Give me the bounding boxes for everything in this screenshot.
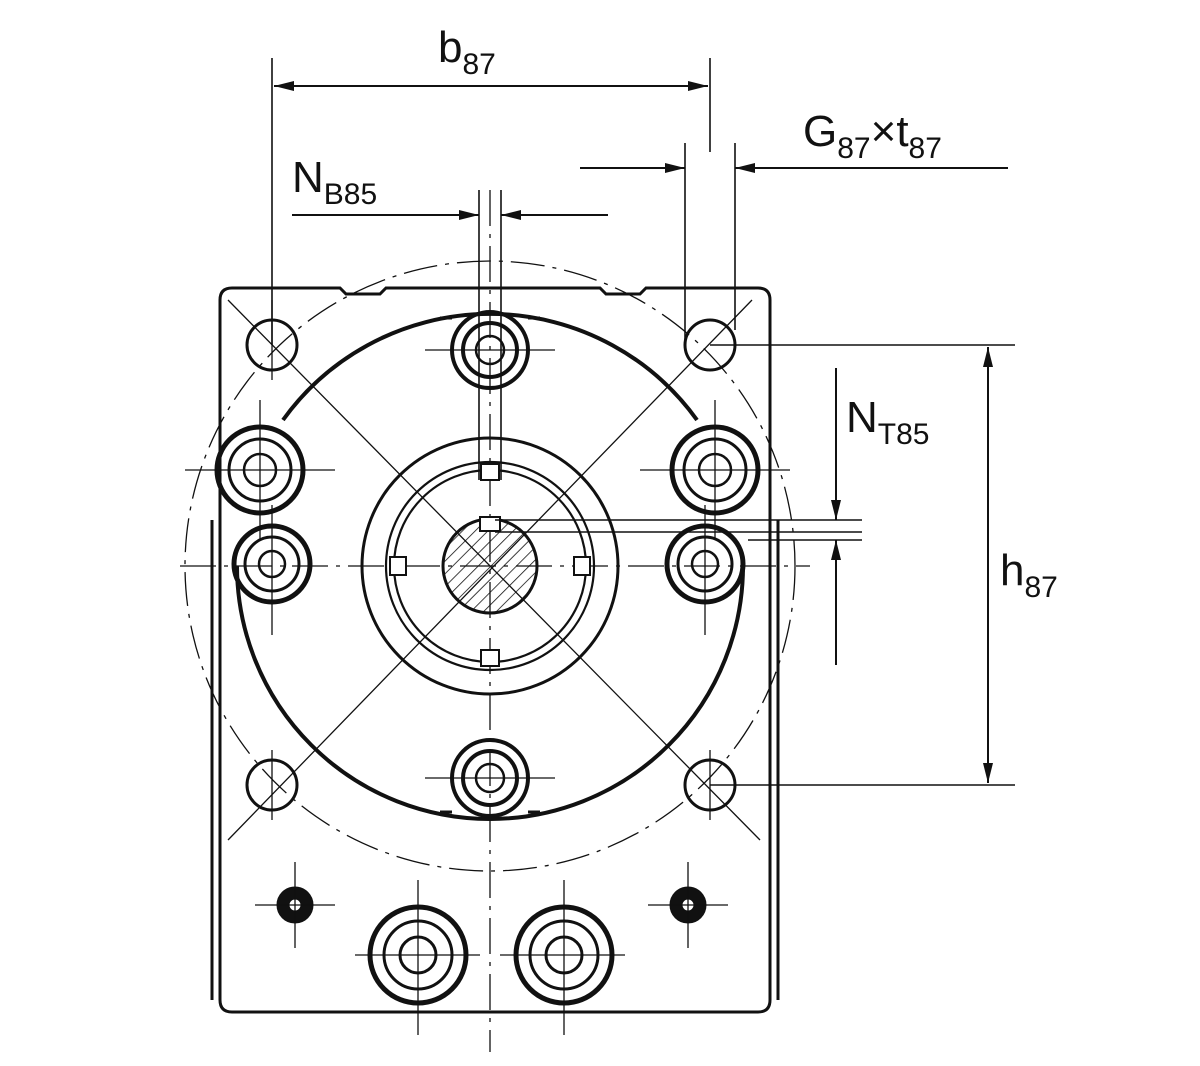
label-g87t87: G87×t87 xyxy=(803,107,942,165)
dimension-nt85 xyxy=(495,368,862,665)
bolt-crosshairs xyxy=(185,300,790,1035)
dimension-g87t87 xyxy=(580,143,1008,345)
flange-notches xyxy=(440,316,540,814)
label-b87: b87 xyxy=(438,23,496,81)
label-nt85: NT85 xyxy=(846,393,929,451)
dimension-nb85 xyxy=(292,190,608,480)
label-nb85: NB85 xyxy=(292,153,377,211)
housing-body xyxy=(210,286,780,1014)
label-h87: h87 xyxy=(1000,546,1058,604)
shaft-section xyxy=(441,516,539,615)
hub xyxy=(360,436,620,696)
pins xyxy=(276,886,707,924)
dimension-h87 xyxy=(710,344,1015,786)
dimension-b87 xyxy=(271,58,711,345)
